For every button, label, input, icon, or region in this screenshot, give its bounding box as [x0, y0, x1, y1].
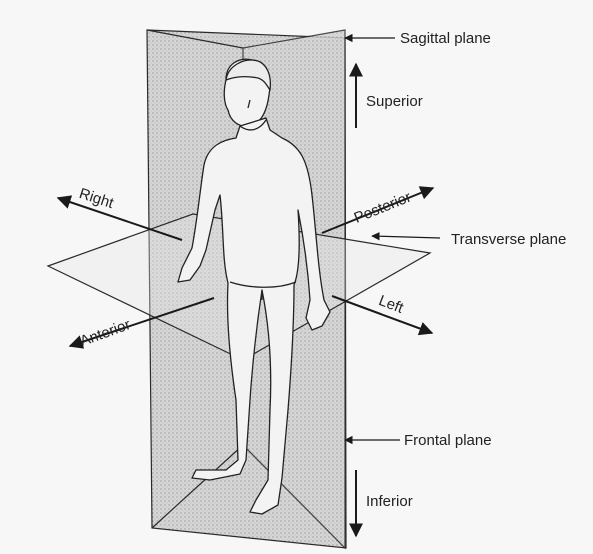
superior-label: Superior: [366, 94, 423, 109]
frontal-plane-label: Frontal plane: [404, 433, 492, 448]
transverse-pointer: [372, 236, 440, 238]
sagittal-plane-label: Sagittal plane: [400, 31, 491, 46]
transverse-plane-label: Transverse plane: [451, 232, 566, 247]
inferior-label: Inferior: [366, 494, 413, 509]
